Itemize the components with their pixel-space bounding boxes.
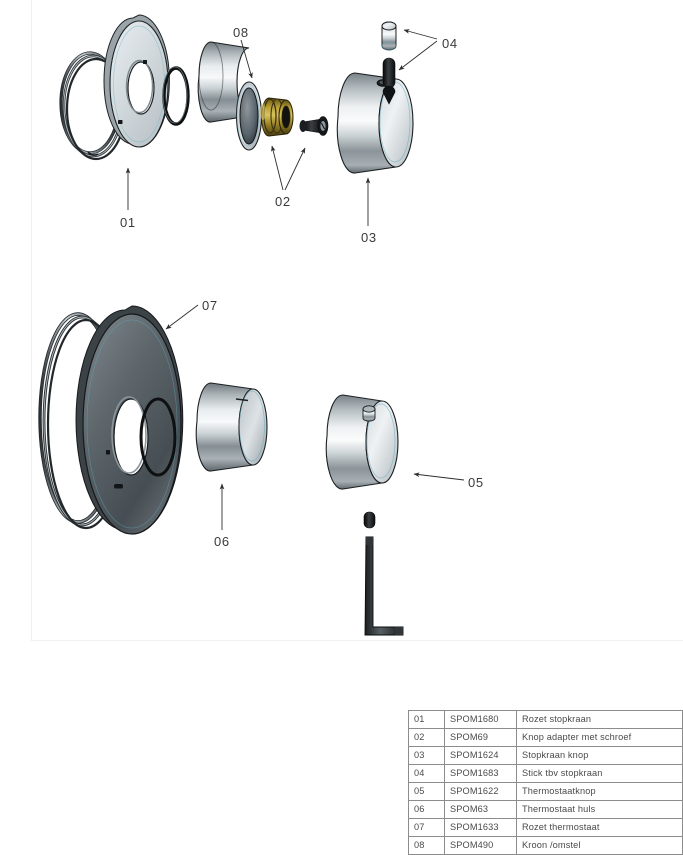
callout-02: 02 (275, 194, 291, 209)
table-row: 02 SPOM69 Knop adapter met schroef (408, 728, 683, 747)
part-03-stopkraan-knob (336, 72, 414, 174)
part-04-cap (381, 21, 397, 51)
parts-table: 01 SPOM1680 Rozet stopkraan 02 SPOM69 Kn… (408, 710, 683, 855)
callout-06: 06 (214, 534, 230, 549)
table-row: 05 SPOM1622 Thermostaatknop (408, 782, 683, 801)
table-row: 07 SPOM1633 Rozet thermostaat (408, 818, 683, 837)
part-02-brass-adapter (260, 97, 294, 137)
part-no-cell: 04 (408, 764, 445, 783)
callout-01: 01 (120, 215, 136, 230)
table-row: 06 SPOM63 Thermostaat huls (408, 800, 683, 819)
callout-07: 07 (202, 298, 218, 313)
part-desc-cell: Thermostaatknop (516, 782, 683, 801)
parts-table-body: 01 SPOM1680 Rozet stopkraan 02 SPOM69 Kn… (408, 710, 683, 855)
callout-08: 08 (233, 25, 249, 40)
table-row: 04 SPOM1683 Stick tbv stopkraan (408, 764, 683, 783)
part-code-cell: SPOM69 (444, 728, 517, 747)
part-06-thermostat-housing (195, 382, 268, 472)
table-row: 08 SPOM490 Kroon /omstel (408, 836, 683, 855)
part-05-allen-key (363, 511, 404, 636)
part-desc-cell: Rozet thermostaat (516, 818, 683, 837)
part-desc-cell: Kroon /omstel (516, 836, 683, 855)
callout-03: 03 (361, 230, 377, 245)
part-no-cell: 05 (408, 782, 445, 801)
part-02-screw (299, 116, 329, 136)
table-row: 01 SPOM1680 Rozet stopkraan (408, 710, 683, 729)
callout-04: 04 (442, 36, 458, 51)
part-no-cell: 07 (408, 818, 445, 837)
table-row: 03 SPOM1624 Stopkraan knop (408, 746, 683, 765)
part-01-o-ring (162, 66, 190, 126)
part-no-cell: 08 (408, 836, 445, 855)
part-code-cell: SPOM1680 (444, 710, 517, 729)
part-05-thermostat-knob (325, 394, 399, 490)
part-07-rosette-thermostat (75, 305, 184, 535)
callout-leaders-top (125, 29, 438, 226)
part-01-rosette-plate (103, 14, 170, 148)
part-no-cell: 03 (408, 746, 445, 765)
part-desc-cell: Rozet stopkraan (516, 710, 683, 729)
part-07-spring-ring (38, 312, 131, 530)
part-code-cell: SPOM1683 (444, 764, 517, 783)
part-no-cell: 06 (408, 800, 445, 819)
part-desc-cell: Knop adapter met schroef (516, 728, 683, 747)
part-no-cell: 01 (408, 710, 445, 729)
part-code-cell: SPOM490 (444, 836, 517, 855)
part-desc-cell: Thermostaat huls (516, 800, 683, 819)
part-desc-cell: Stopkraan knop (516, 746, 683, 765)
part-code-cell: SPOM1624 (444, 746, 517, 765)
part-code-cell: SPOM63 (444, 800, 517, 819)
part-code-cell: SPOM1622 (444, 782, 517, 801)
callout-leaders-bottom (165, 304, 465, 530)
part-04-stick (382, 57, 396, 105)
part-08-sleeve (197, 41, 263, 151)
callout-05: 05 (468, 475, 484, 490)
part-no-cell: 02 (408, 728, 445, 747)
part-desc-cell: Stick tbv stopkraan (516, 764, 683, 783)
part-code-cell: SPOM1633 (444, 818, 517, 837)
